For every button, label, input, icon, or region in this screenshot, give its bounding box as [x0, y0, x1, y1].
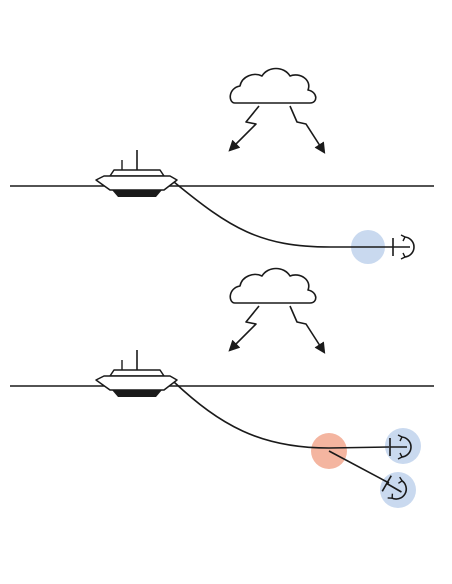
boat-icon: [95, 350, 178, 397]
anchor-rode: [173, 381, 390, 449]
storm-cloud-icon: [229, 267, 317, 304]
anchor-rode-branch: [328, 450, 390, 484]
anchor-icon: [381, 475, 408, 500]
anchor-icon: [392, 234, 415, 260]
anchor-icon: [389, 434, 412, 460]
storm-cloud-icon: [229, 67, 317, 104]
anchor-marker: [385, 428, 421, 464]
boat-icon: [95, 150, 178, 197]
panel-double-anchor: [10, 267, 434, 508]
anchor-rode: [173, 181, 393, 248]
lightning-bolt-icon: [228, 305, 326, 354]
lightning-bolt-icon: [228, 105, 326, 154]
panel-single-anchor: [10, 67, 434, 264]
